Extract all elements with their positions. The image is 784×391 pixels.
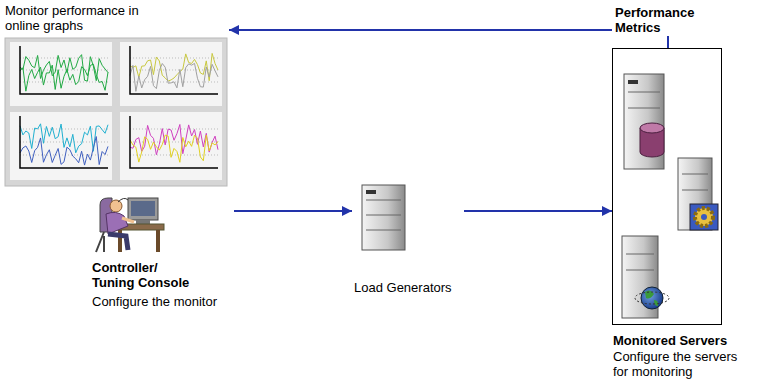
- node-title: Monitored Servers: [613, 333, 763, 348]
- controller-station: Controller/ Tuning ConsoleConfigure the …: [92, 190, 234, 314]
- node-note: Configure the monitor: [92, 294, 232, 309]
- server-icon: [362, 185, 405, 250]
- node-title: Load Generators: [354, 280, 462, 295]
- application-server-icon: [678, 158, 718, 230]
- flow-arrow: [229, 30, 668, 48]
- graph-panel: [10, 112, 112, 180]
- server-group-box: Monitored ServersConfigure the servers f…: [612, 48, 722, 325]
- graph-panel: [10, 42, 112, 106]
- node-title: Controller/ Tuning Console: [92, 260, 198, 290]
- graph-panel: [120, 42, 222, 106]
- edge-label: Performance Metrics: [612, 4, 714, 36]
- node-note: Configure the servers for monitoring: [613, 349, 753, 379]
- flow-arrow: [234, 210, 352, 212]
- graph-monitor: Monitor performance in online graphs: [5, 3, 229, 186]
- graph-panels: [5, 38, 227, 186]
- node-title: Monitor performance in online graphs: [5, 3, 165, 33]
- web-server-icon: [622, 236, 669, 318]
- operator-icon: [96, 198, 164, 252]
- flow-arrow: [464, 210, 612, 212]
- database-server-icon: [624, 74, 664, 169]
- load-generator: Load Generators: [352, 182, 464, 298]
- graph-panel: [120, 112, 222, 180]
